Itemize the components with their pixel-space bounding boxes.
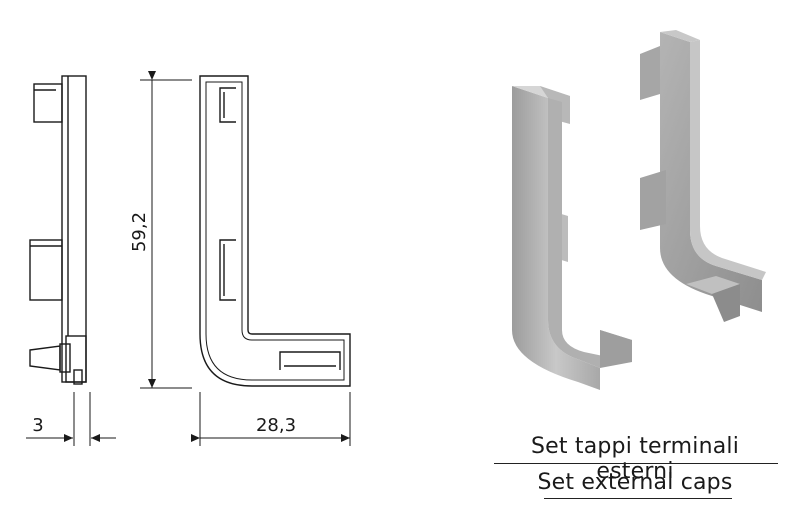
product-render-right-cap [640,30,766,322]
caption-underline-2 [544,498,732,499]
width-dimension [191,392,351,446]
caption-underline-1 [494,463,778,464]
thickness-label: 3 [32,415,43,436]
height-dimension [140,71,192,389]
thickness-dimension [26,392,116,446]
width-label: 28,3 [256,415,296,436]
front-view [199,75,351,387]
caption-english: Set external caps [537,470,733,495]
height-label: 59,2 [129,212,150,252]
side-view [29,75,87,385]
product-render-left-cap [512,86,632,390]
